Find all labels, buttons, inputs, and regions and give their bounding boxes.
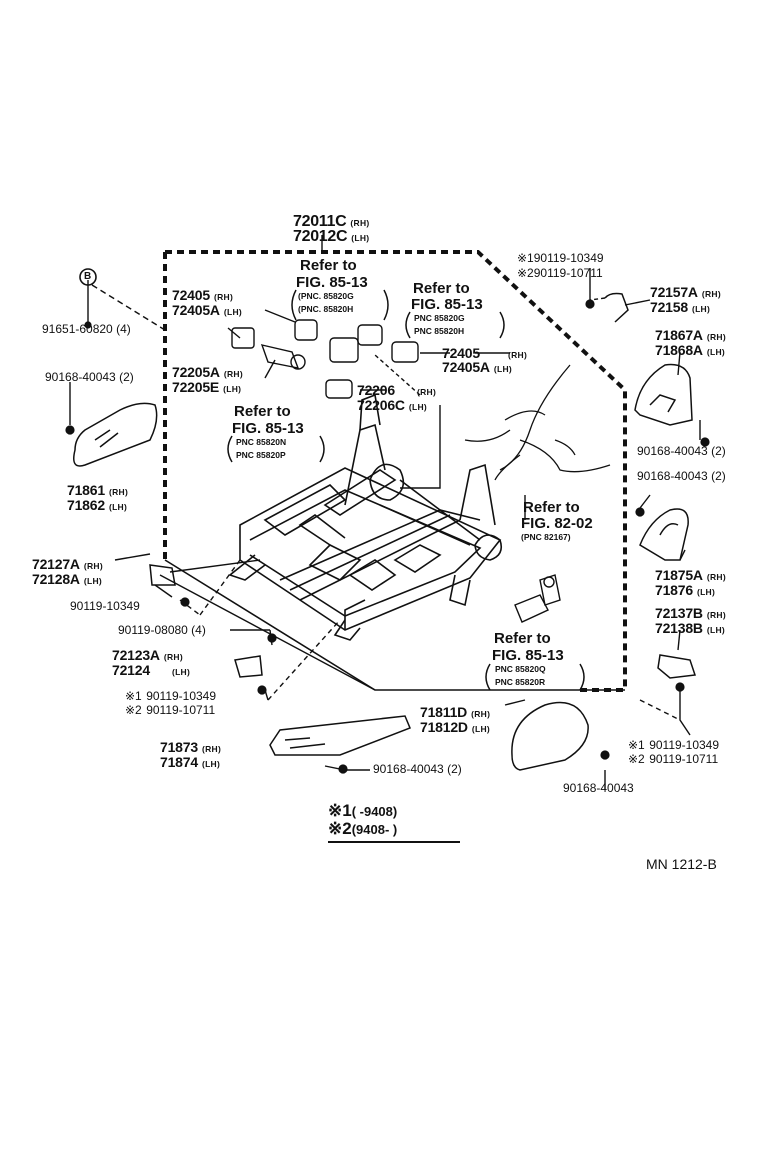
ref3-pnc1: PNC 85820N bbox=[236, 437, 287, 447]
cover-71811d bbox=[511, 701, 589, 771]
ref5-line1: Refer to bbox=[494, 630, 551, 647]
label-90119-10711-top: ※290119-10711 bbox=[517, 266, 603, 280]
label-72405a-upper: 72405A(LH) bbox=[172, 302, 243, 318]
cover-71873 bbox=[269, 715, 411, 756]
ref2-line1: Refer to bbox=[413, 280, 470, 297]
part-72123a bbox=[234, 655, 263, 678]
cover-71861 bbox=[73, 402, 158, 467]
label-71876: 71876(LH) bbox=[655, 582, 716, 598]
label-90119-10711-bottom: ※2 90119-10711 bbox=[125, 703, 216, 717]
bracket-71875a bbox=[639, 508, 689, 561]
ref1-line1: Refer to bbox=[300, 257, 357, 274]
label-72157a: 72157A(RH) bbox=[650, 284, 721, 300]
label-72158: 72158(LH) bbox=[650, 299, 711, 315]
label-72011c: 72011C(RH) bbox=[293, 213, 370, 230]
part-72127a bbox=[149, 564, 176, 586]
ref4-line2: FIG. 82-02 bbox=[521, 515, 593, 532]
label-72206: 72206(RH) bbox=[357, 382, 437, 398]
label-72205e: 72205E(LH) bbox=[172, 379, 242, 395]
label-90168-40043-right1: 90168-40043 (2) bbox=[637, 444, 726, 458]
circle-b-text: B bbox=[84, 271, 92, 282]
ref3-line1: Refer to bbox=[234, 403, 291, 420]
label-90119-08080: 90119-08080 (4) bbox=[118, 623, 206, 637]
ref1-pnc1: (PNC. 85820G bbox=[298, 291, 354, 301]
label-90119-10349-right: ※1 90119-10349 bbox=[628, 738, 720, 752]
fasteners-drawing bbox=[65, 299, 710, 774]
label-72405-upper: 72405(RH) bbox=[172, 287, 234, 303]
label-90168-40043-right2: 90168-40043 (2) bbox=[637, 469, 726, 483]
label-72206c: 72206C(LH) bbox=[357, 397, 428, 413]
ref5-line2: FIG. 85-13 bbox=[492, 647, 564, 664]
label-71861: 71861(RH) bbox=[67, 482, 129, 498]
label-90119-10349-left: 90119-10349 bbox=[70, 599, 140, 613]
legend-line2: ※2(9408- ) bbox=[328, 819, 398, 838]
label-72128a: 72128A(LH) bbox=[32, 571, 103, 587]
label-71873: 71873(RH) bbox=[160, 739, 222, 755]
ref1-pnc2: (PNC. 85820H bbox=[298, 304, 354, 314]
label-71867a: 71867A(RH) bbox=[655, 327, 726, 343]
ref3-line2: FIG. 85-13 bbox=[232, 420, 304, 437]
label-90168-40043-left: 90168-40043 (2) bbox=[45, 370, 134, 384]
label-71812d: 71812D(LH) bbox=[420, 719, 491, 735]
label-90119-10711-right: ※2 90119-10711 bbox=[628, 752, 719, 766]
label-72405-right: 72405(RH) bbox=[442, 345, 528, 361]
diagram-code: MN 1212-B bbox=[646, 856, 717, 872]
ref3-pnc2: PNC 85820P bbox=[236, 450, 286, 460]
ref5-pnc2: PNC 85820R bbox=[495, 677, 546, 687]
label-72138b: 72138B(LH) bbox=[655, 620, 726, 636]
ref2-line2: FIG. 85-13 bbox=[411, 296, 483, 313]
label-72205a: 72205A(RH) bbox=[172, 364, 243, 380]
label-90119-10349-bottom: ※1 90119-10349 bbox=[125, 689, 217, 703]
seat-frame-drawing bbox=[228, 393, 503, 641]
cover-71867a bbox=[634, 363, 693, 426]
label-91651-60820: 91651-60820 (4) bbox=[42, 322, 131, 336]
label-90119-10349-top: ※190119-10349 bbox=[517, 251, 604, 265]
label-71811d: 71811D(RH) bbox=[420, 704, 491, 720]
ref4-pnc1: (PNC 82167) bbox=[521, 532, 571, 542]
motor-parts-drawing bbox=[231, 319, 561, 623]
label-72405a-right: 72405A(LH) bbox=[442, 359, 513, 375]
label-71875a: 71875A(RH) bbox=[655, 567, 726, 583]
label-72123a: 72123A(RH) bbox=[112, 647, 183, 663]
label-72127a: 72127A(RH) bbox=[32, 556, 103, 572]
label-90168-40043-single: 90168-40043 bbox=[563, 781, 634, 795]
ref5-pnc1: PNC 85820Q bbox=[495, 664, 546, 674]
label-72137b: 72137B(RH) bbox=[655, 605, 726, 621]
ref1-line2: FIG. 85-13 bbox=[296, 274, 368, 291]
circle-b-marker bbox=[79, 268, 97, 286]
label-71868a: 71868A(LH) bbox=[655, 342, 726, 358]
label-72124: 72124(LH) bbox=[112, 662, 191, 678]
covers-drawing bbox=[73, 292, 697, 771]
label-71874: 71874(LH) bbox=[160, 754, 221, 770]
bracket-72137b bbox=[657, 654, 697, 679]
ref2-pnc1: PNC 85820G bbox=[414, 313, 465, 323]
label-90168-40043-bottom: 90168-40043 (2) bbox=[373, 762, 462, 776]
label-72012c: 72012C(LH) bbox=[293, 228, 370, 245]
ref4-line1: Refer to bbox=[523, 499, 580, 516]
ref2-pnc2: PNC 85820H bbox=[414, 326, 465, 336]
label-71862: 71862(LH) bbox=[67, 497, 128, 513]
wire-harness-drawing bbox=[464, 364, 611, 481]
legend-line1: ※1( -9408) bbox=[328, 801, 398, 820]
